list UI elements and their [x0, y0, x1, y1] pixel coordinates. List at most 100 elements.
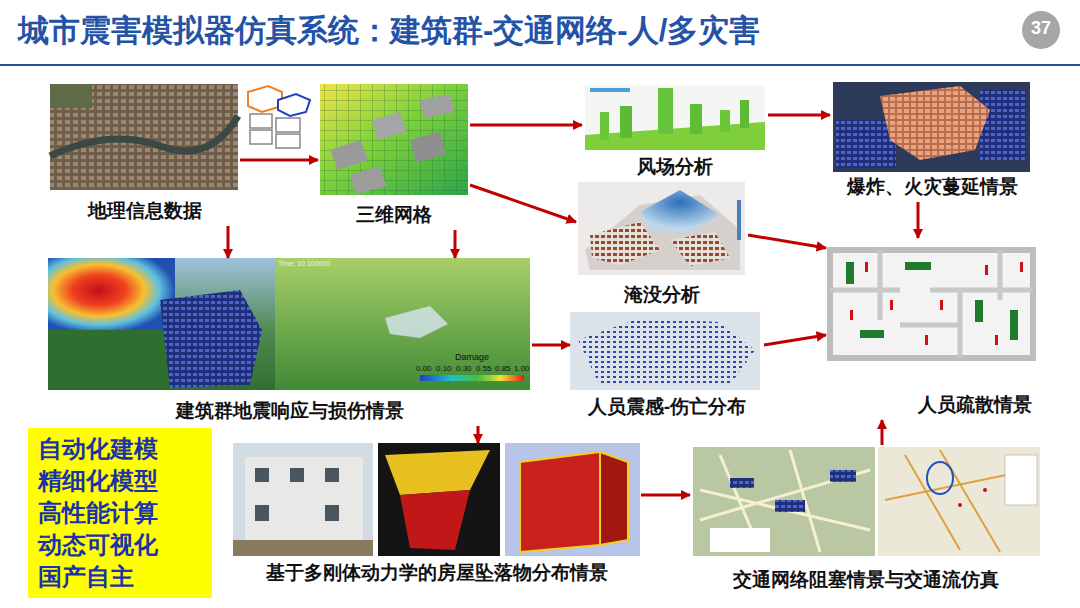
map-legend	[710, 528, 770, 552]
figure-panel: 地理信息数据	[50, 84, 240, 226]
fire-spread	[880, 86, 990, 160]
vegetation	[50, 84, 92, 108]
feature-item: 国产自主	[38, 561, 134, 593]
background	[833, 82, 1030, 172]
person	[865, 262, 868, 272]
mesh-image	[320, 84, 468, 195]
highlight-ring	[927, 462, 953, 494]
photo-building	[245, 457, 363, 541]
map-bg	[693, 447, 875, 556]
figure-panel: 风场分析	[582, 84, 768, 182]
building	[690, 104, 702, 134]
feature-item: 高性能计算	[38, 497, 158, 529]
flow-arrow	[641, 494, 690, 497]
building	[658, 88, 673, 134]
building	[420, 94, 454, 118]
colorbar	[590, 88, 630, 92]
figure-panel: 基于多刚体动力学的房屋坠落物分布情景	[233, 443, 641, 588]
city-blocks	[50, 84, 238, 190]
node-dot	[983, 488, 987, 492]
block-top	[385, 450, 490, 495]
floor-outline	[278, 94, 310, 116]
person	[925, 335, 928, 345]
person	[850, 310, 853, 320]
window	[325, 468, 339, 482]
furniture	[846, 262, 854, 284]
building	[740, 100, 749, 128]
flood-image	[578, 182, 745, 275]
debris-images	[233, 443, 640, 556]
rubble-ground	[233, 540, 373, 556]
terrain	[320, 84, 468, 195]
water	[640, 190, 720, 232]
flow-arrow	[227, 226, 230, 258]
slide-title: 城市震害模拟器仿真系统：建筑群-交通网络-人/多灾害	[18, 12, 760, 49]
building-icon	[248, 86, 310, 148]
figure-caption: 交通网络阻塞情景与交通流仿真	[733, 569, 999, 592]
floor-plan	[830, 250, 1033, 358]
colorbar-tick: 0.10	[436, 364, 452, 373]
colorbar-tick: 0.30	[456, 364, 472, 373]
blue-buildings	[980, 90, 1026, 160]
title-rule	[0, 64, 1080, 66]
building	[372, 112, 406, 140]
map-legend	[1005, 455, 1037, 505]
block-front	[520, 452, 600, 552]
flow-arrow	[454, 230, 457, 258]
feature-item: 动态可视化	[38, 529, 158, 561]
flow-arrow	[470, 185, 576, 222]
buildings	[590, 222, 660, 265]
figure-panel: 爆炸、火灾蔓延情景	[830, 80, 1035, 202]
building	[350, 166, 386, 194]
figure-caption: 淹没分析	[624, 284, 700, 307]
building	[620, 106, 632, 138]
terrain	[275, 258, 530, 390]
storey	[250, 130, 272, 144]
river	[50, 116, 238, 156]
person	[1020, 262, 1023, 272]
flow-arrow	[768, 114, 830, 117]
blue-buildings	[836, 120, 896, 168]
wind-image	[585, 85, 765, 150]
ground-plane	[585, 122, 765, 150]
building	[600, 112, 609, 140]
flow-arrow	[764, 335, 826, 345]
blast-image	[833, 82, 1030, 172]
walls	[830, 250, 1033, 358]
furniture	[1010, 310, 1018, 340]
block-side	[600, 452, 628, 545]
blocked-buildings	[830, 470, 856, 482]
map-bg	[878, 447, 1040, 556]
background	[578, 182, 745, 275]
falling-debris	[400, 490, 470, 550]
storey	[276, 118, 300, 132]
furniture	[905, 262, 931, 270]
photo-sky	[233, 443, 373, 556]
render-bg	[378, 443, 500, 556]
figure-panel: 人员疏散情景	[826, 238, 1038, 420]
storey	[276, 134, 300, 148]
window	[255, 505, 269, 521]
figure-caption: 人员疏散情景	[918, 394, 1032, 417]
person	[940, 300, 943, 310]
blocked-buildings	[730, 478, 754, 488]
figure-caption: 基于多刚体动力学的房屋坠落物分布情景	[266, 562, 608, 585]
flow-arrow	[240, 159, 318, 162]
page-badge	[1022, 11, 1060, 49]
feature-box: 自动化建模精细化模型高性能计算动态可视化国产自主	[28, 428, 212, 598]
background	[585, 85, 765, 150]
window	[290, 468, 304, 482]
colorbar-tick: 0.00	[416, 364, 432, 373]
person	[890, 300, 893, 310]
colorbar-tick: 0.55	[476, 364, 492, 373]
casualty-distribution	[578, 318, 755, 386]
figure-panel: 淹没分析	[576, 182, 748, 310]
roads	[700, 450, 870, 552]
node-dot	[958, 503, 962, 507]
casualty-image	[570, 312, 760, 390]
flow-arrow	[470, 124, 582, 127]
furniture	[860, 330, 884, 338]
colorbar-tick: 1.00	[514, 364, 530, 373]
flow-arrow	[881, 420, 884, 445]
